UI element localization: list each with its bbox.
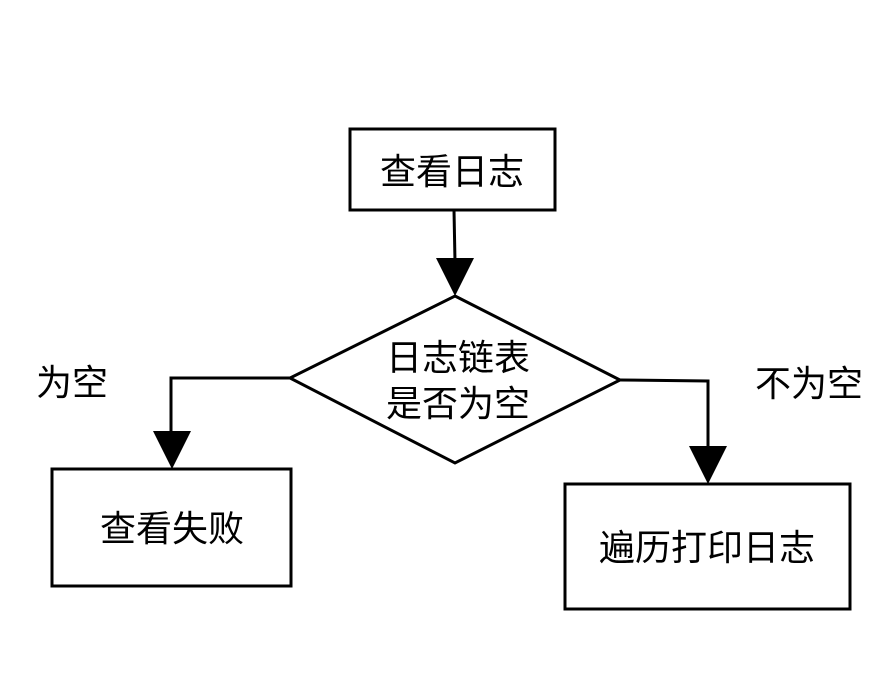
- fail-box: [50, 467, 293, 588]
- traverse-node: 遍历打印日志: [563, 482, 852, 611]
- arrow-line: [452, 209, 457, 263]
- arrow-head: [689, 446, 727, 484]
- fail-node: 查看失败: [50, 467, 293, 588]
- arrow-head: [436, 258, 474, 296]
- decision-label-line1: 日志链表: [386, 338, 530, 379]
- start-label: 查看日志: [380, 152, 524, 193]
- traverse-label: 遍历打印日志: [599, 528, 815, 569]
- decision-node: 日志链表 是否为空: [286, 294, 624, 465]
- fail-label: 查看失败: [100, 509, 244, 550]
- arrow-line: [619, 378, 710, 448]
- start-box: [348, 127, 557, 212]
- decision-diamond: [286, 294, 624, 465]
- decision-label-line2: 是否为空: [386, 384, 530, 425]
- edge-label-not-empty: 不为空: [755, 364, 863, 405]
- edge-label-empty: 为空: [36, 363, 108, 404]
- start-node: 查看日志: [348, 127, 557, 212]
- traverse-box: [563, 482, 852, 611]
- arrow-line: [169, 376, 290, 433]
- arrow-decision-to-traverse: [619, 378, 727, 484]
- arrow-start-to-decision: [436, 209, 474, 296]
- arrow-decision-to-fail: [153, 376, 290, 469]
- arrow-head: [153, 431, 191, 469]
